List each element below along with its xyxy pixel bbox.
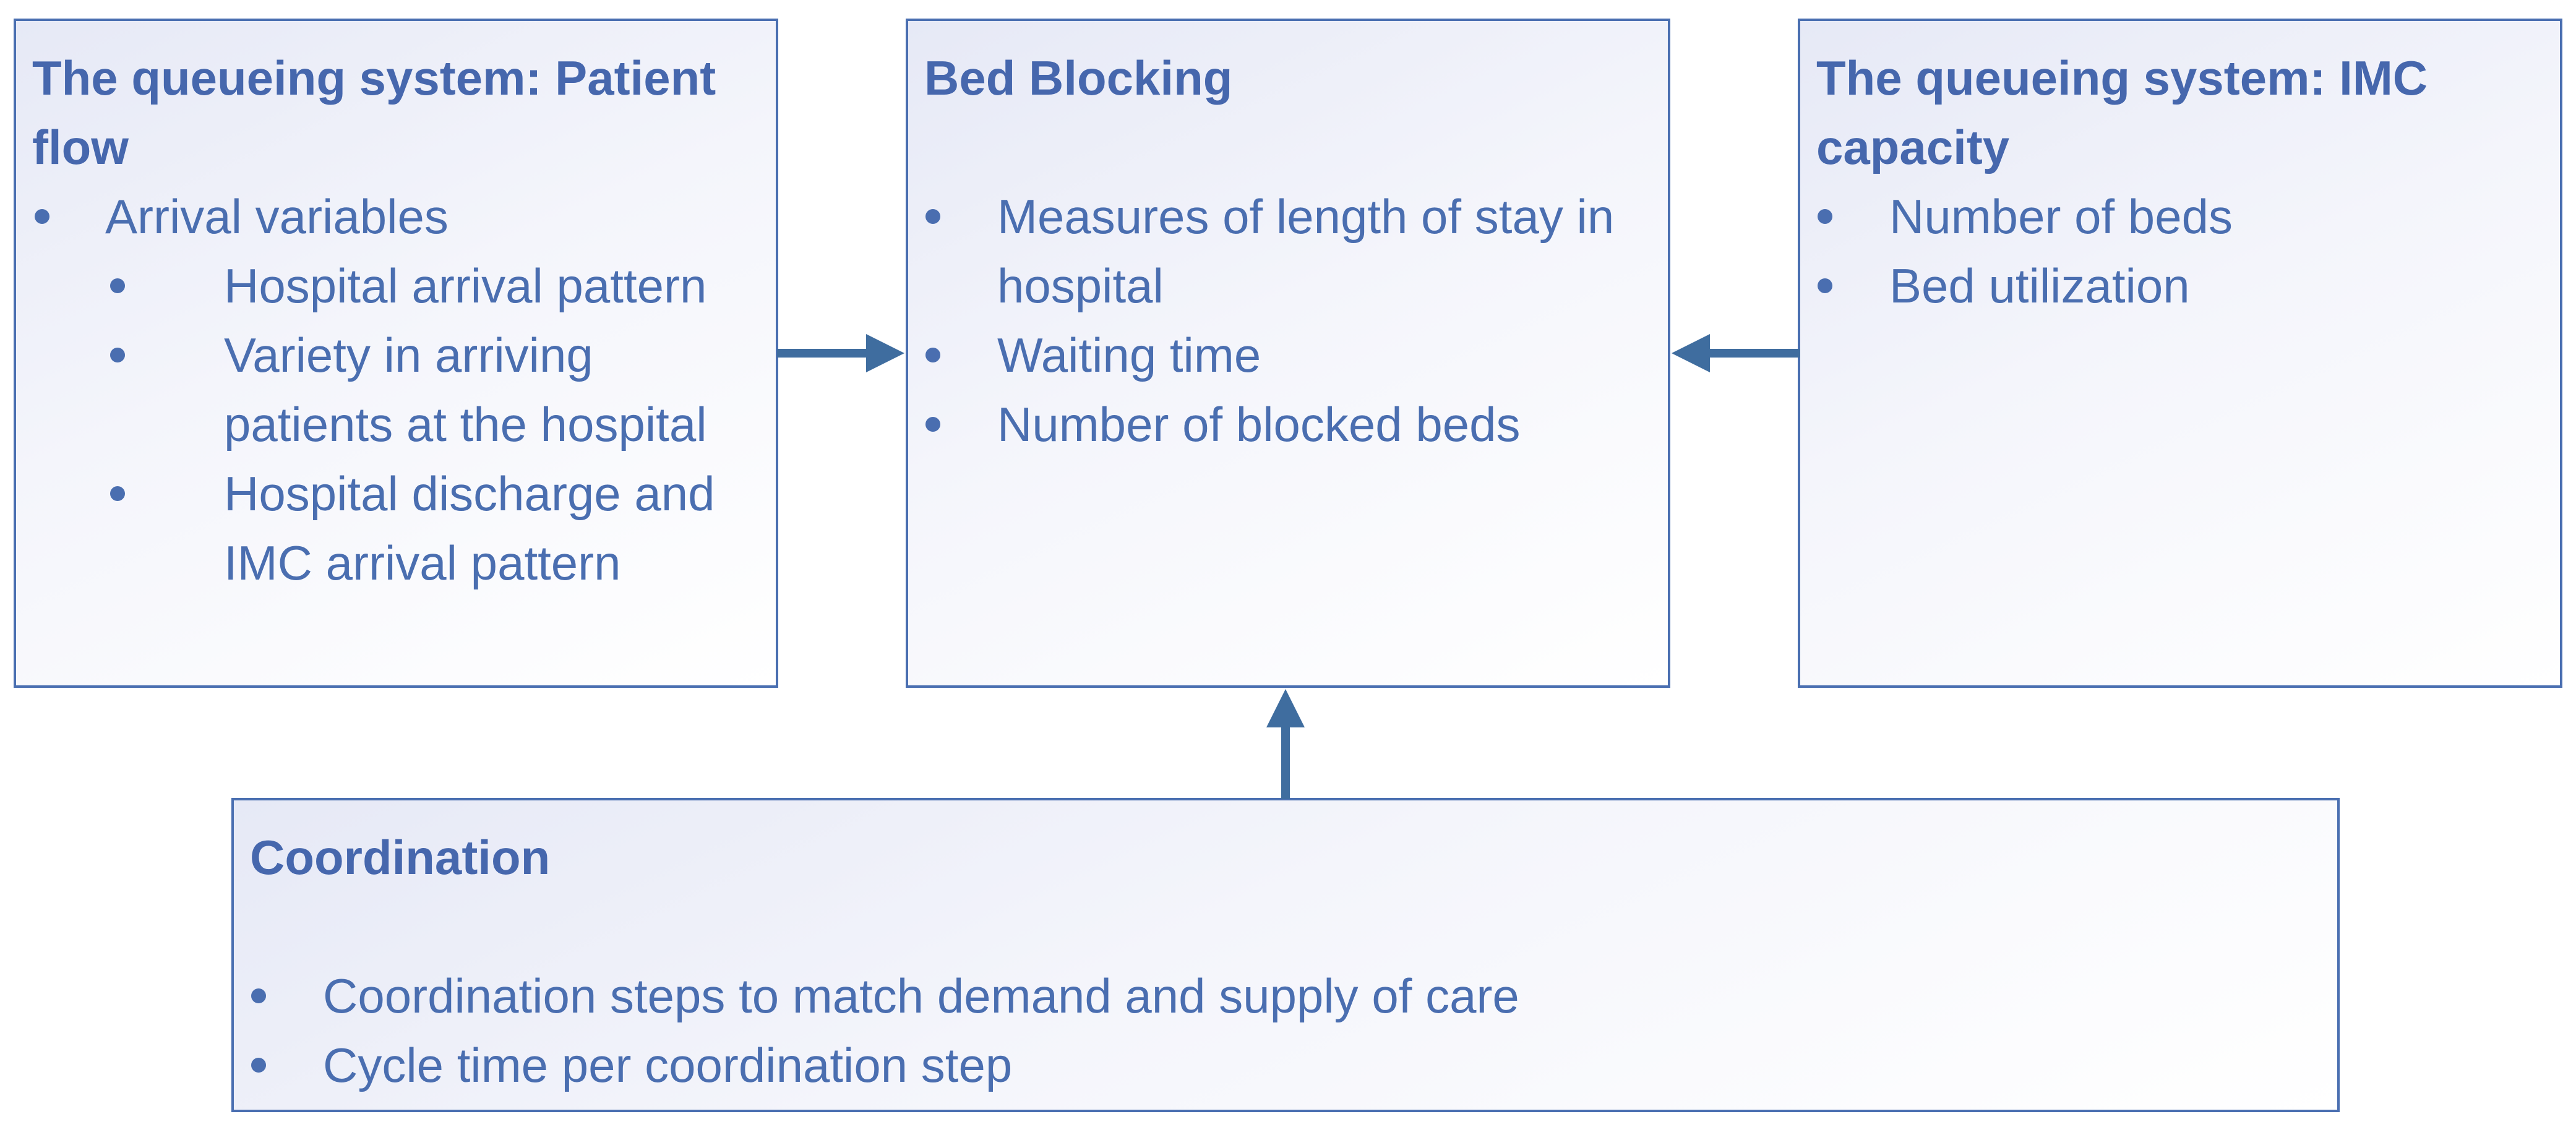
- list-item: Bed utilization: [1816, 251, 2544, 320]
- imc-capacity-box: The queueing system: IMC capacity Number…: [1798, 19, 2562, 688]
- list-item: Measures of length of stay in hospital: [924, 182, 1652, 320]
- coordination-box: Coordination Coordination steps to match…: [231, 798, 2340, 1112]
- list-item: Hospital arrival pattern: [32, 251, 760, 320]
- arrow-imc-capacity-to-bed-blocking: [1672, 334, 1800, 372]
- list-item: Variety in arriving patients at the hosp…: [32, 320, 760, 459]
- bed-blocking-title: Bed Blocking: [924, 51, 1233, 105]
- coordination-list: Coordination steps to match demand and s…: [250, 961, 2321, 1100]
- arrow-coordination-to-bed-blocking: [1266, 689, 1305, 799]
- list-item: Hospital discharge and IMC arrival patte…: [32, 459, 760, 598]
- patient-flow-list: Arrival variables Hospital arrival patte…: [32, 182, 760, 598]
- list-item: Number of blocked beds: [924, 390, 1652, 459]
- coordination-title: Coordination: [250, 830, 551, 885]
- bed-blocking-list: Measures of length of stay in hospital W…: [924, 182, 1652, 459]
- patient-flow-title: The queueing system: Patient flow: [32, 51, 716, 174]
- list-item: Waiting time: [924, 320, 1652, 390]
- patient-flow-box: The queueing system: Patient flow Arriva…: [14, 19, 778, 688]
- imc-capacity-list: Number of beds Bed utilization: [1816, 182, 2544, 320]
- list-item: Coordination steps to match demand and s…: [250, 961, 2321, 1031]
- list-item: Arrival variables: [32, 182, 760, 251]
- list-item: Number of beds: [1816, 182, 2544, 251]
- arrow-patient-flow-to-bed-blocking: [777, 334, 904, 372]
- list-item: Cycle time per coordination step: [250, 1031, 2321, 1100]
- bed-blocking-box: Bed Blocking Measures of length of stay …: [906, 19, 1670, 688]
- imc-capacity-title: The queueing system: IMC capacity: [1816, 51, 2428, 174]
